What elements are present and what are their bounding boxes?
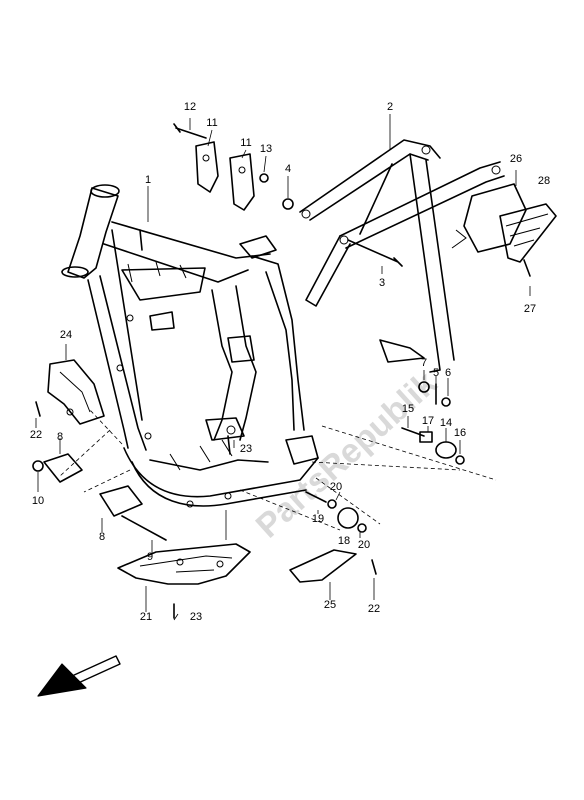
callout-23-upper: 23 <box>240 443 252 455</box>
bracket-11-right <box>229 153 255 211</box>
callout-16: 16 <box>454 427 466 439</box>
nut-13 <box>259 173 269 183</box>
main-frame <box>61 184 319 508</box>
callout-18: 18 <box>338 535 350 547</box>
watermark-text: PartsRepublik <box>249 364 444 545</box>
leader-lines <box>35 114 531 621</box>
bolt-22-right <box>371 559 377 575</box>
callout-1: 1 <box>145 174 151 186</box>
callout-8-upper: 8 <box>57 431 63 443</box>
bolt-19 <box>305 491 327 503</box>
callout-2: 2 <box>387 101 393 113</box>
washer-7 <box>418 381 430 393</box>
callout-8-lower: 8 <box>99 531 105 543</box>
rear-subframe <box>299 139 505 373</box>
bracket-8-lower <box>99 485 143 517</box>
front-direction-arrow-icon <box>37 655 121 697</box>
nut-4 <box>282 198 294 210</box>
washer-16 <box>455 455 465 465</box>
bolt-23-upper <box>227 435 231 455</box>
callout-25: 25 <box>324 599 336 611</box>
callout-5: 5 <box>433 367 439 379</box>
bracket-8-upper <box>43 453 83 483</box>
callout-3: 3 <box>379 277 385 289</box>
callout-21: 21 <box>140 611 152 623</box>
bushing-18 <box>337 507 359 529</box>
callout-28: 28 <box>538 175 550 187</box>
callout-20-lower: 20 <box>358 539 370 551</box>
collar-17 <box>419 431 433 443</box>
callout-10: 10 <box>32 495 44 507</box>
bolt-3 <box>347 239 403 267</box>
guard-24 <box>47 359 105 425</box>
callout-7: 7 <box>421 357 427 369</box>
callout-19: 19 <box>312 513 324 525</box>
callout-9: 9 <box>147 551 153 563</box>
washer-20a <box>327 499 337 509</box>
electrical-box-26 <box>463 183 527 253</box>
callout-23-lower: 23 <box>190 611 202 623</box>
guard-25 <box>289 549 357 583</box>
callout-26: 26 <box>510 153 522 165</box>
bushing-14 <box>435 441 457 459</box>
nut-6 <box>441 397 451 407</box>
bracket-11-left <box>195 141 219 193</box>
callout-12: 12 <box>184 101 196 113</box>
callout-14: 14 <box>440 417 452 429</box>
bolt-27 <box>523 259 531 277</box>
callout-labels: 1 2 3 4 5 6 7 8 8 9 10 11 11 12 13 14 15… <box>30 101 550 623</box>
callout-13: 13 <box>260 143 272 155</box>
callout-6: 6 <box>445 367 451 379</box>
callout-4: 4 <box>285 163 291 175</box>
callout-20-upper: 20 <box>330 481 342 493</box>
callout-11-left: 11 <box>206 117 217 129</box>
bolt-9 <box>121 515 167 541</box>
bolt-22-left <box>35 401 41 417</box>
callout-24: 24 <box>60 329 72 341</box>
bolt-12 <box>173 123 207 139</box>
callout-22-right: 22 <box>368 603 380 615</box>
callout-27: 27 <box>524 303 536 315</box>
nut-10 <box>32 460 44 472</box>
callout-22-left: 22 <box>30 429 42 441</box>
callout-11-right: 11 <box>240 137 251 149</box>
washer-20b <box>357 523 367 533</box>
cover-28 <box>499 203 557 263</box>
callout-15: 15 <box>402 403 414 415</box>
callout-17: 17 <box>422 415 434 427</box>
skid-plate-21 <box>117 543 251 585</box>
